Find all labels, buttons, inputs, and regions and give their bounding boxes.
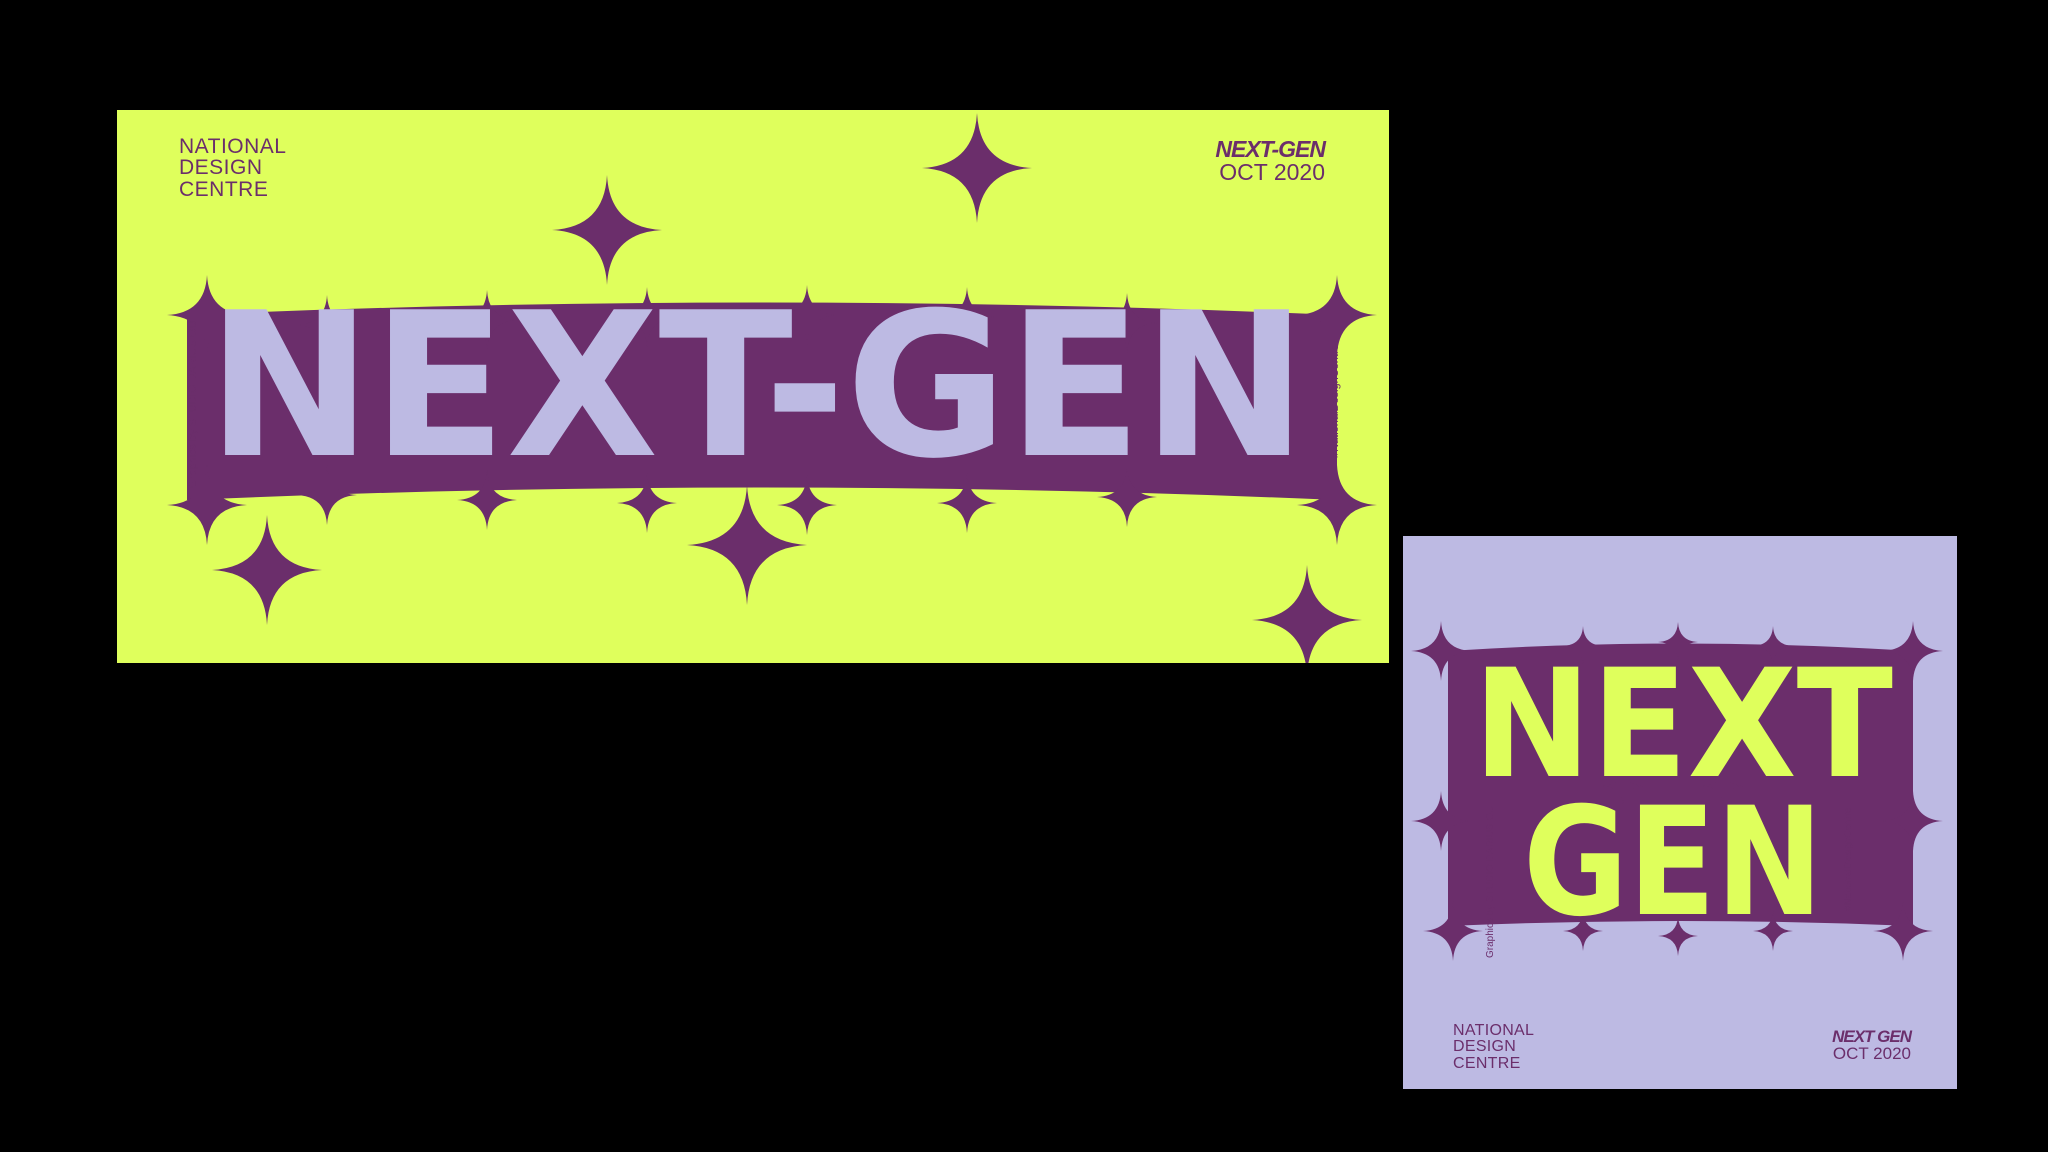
square-headline-line-2: GEN [1523, 776, 1823, 950]
square-credit: Graphics by STUDIO DARIUS OU [1485, 805, 1496, 958]
square-event-title: NEXT GEN [1832, 1027, 1912, 1046]
banner-artwork: NEXT-GEN [167, 113, 1377, 663]
square-event-date: OCT 2020 [1832, 1044, 1911, 1064]
square-headline-band [1448, 643, 1913, 926]
square-hashtag: #NationalDesignCentre [1843, 807, 1854, 911]
banner-headline: NEXT-GEN [207, 270, 1307, 503]
banner-headline-band [187, 302, 1337, 500]
square-poster: NEXT GEN NATIONAL DESIGN CENTRE NEXT GEN… [1403, 536, 1957, 1089]
banner-event-title: NEXT-GEN [1215, 136, 1326, 162]
banner-hashtag: #NationalDesignCentre [1329, 344, 1341, 458]
square-org-name: NATIONAL DESIGN CENTRE [1453, 1022, 1535, 1072]
banner-event-info: NEXT-GEN OCT 2020 [1215, 136, 1326, 186]
banner-credit: Graphics by STUDIO DARIUS OU [187, 320, 199, 488]
square-headline-line-1: NEXT [1473, 638, 1893, 812]
square-artwork: NEXT GEN [1411, 621, 1943, 961]
banner-org-name: NATIONAL DESIGN CENTRE [179, 135, 287, 201]
square-event-info: NEXT GEN OCT 2020 [1832, 1027, 1912, 1064]
banner-event-date: OCT 2020 [1219, 159, 1325, 186]
banner-poster: NEXT-GEN NATIONAL DESIGN CENTRE NEXT-GEN… [117, 110, 1389, 663]
